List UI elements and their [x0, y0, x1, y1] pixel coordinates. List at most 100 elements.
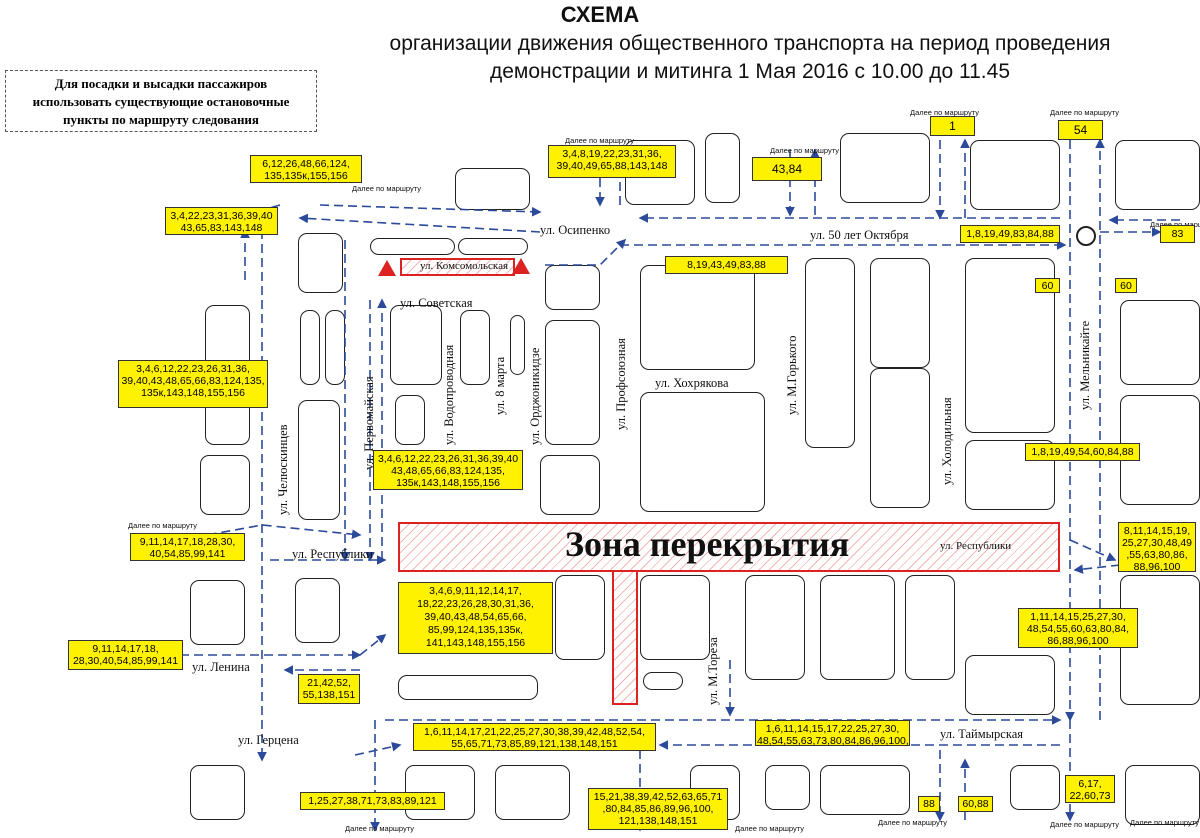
block	[510, 315, 525, 375]
route-box: 83	[1160, 225, 1195, 243]
route-box: 1,6,11,14,17,21,22,25,27,30,38,39,42,48,…	[413, 723, 656, 751]
closure-zone	[398, 522, 1060, 572]
block	[200, 455, 250, 515]
map-subtitle-2: демонстрации и митинга 1 Мая 2016 с 10.0…	[490, 60, 1010, 83]
block	[460, 310, 490, 385]
block	[395, 395, 425, 445]
street-respubliki-left: ул. Республики	[292, 547, 373, 561]
route-box: 8,19,43,49,83,88	[665, 256, 788, 274]
street-gertsena: ул. Герцена	[238, 733, 299, 747]
continue-route-label: Далее по маршруту	[128, 521, 197, 530]
street-kholodilnaya: ул. Холодильная	[940, 397, 954, 485]
route-box: 3,4,6,12,22,23,26,31,36,39,40 43,48,65,6…	[373, 450, 523, 490]
block	[298, 233, 343, 293]
block	[640, 575, 710, 660]
route-line	[1073, 564, 1121, 574]
route-line	[545, 238, 627, 266]
street-taimyrskaya: ул. Таймырская	[940, 727, 1024, 741]
continue-route-label: Далее по маршруту	[565, 136, 634, 145]
block	[745, 575, 805, 680]
block	[1010, 765, 1060, 810]
block	[805, 258, 855, 448]
street-toreza: ул. М.Тореза	[706, 637, 720, 705]
block	[1125, 765, 1200, 825]
route-box: 9,11,14,17,18, 28,30,40,54,85,99,141	[68, 640, 183, 670]
block	[540, 455, 600, 515]
street-khokhryakova: ул. Хохрякова	[655, 376, 729, 390]
route-line	[1069, 539, 1117, 562]
closure-zone-branch	[612, 570, 638, 705]
block	[640, 392, 765, 512]
route-box: 1,25,27,38,71,73,83,89,121	[300, 792, 445, 810]
route-box: 15,21,38,39,42,52,63,65,71 ,80,84,85,86,…	[588, 788, 728, 830]
continue-route-label: Далее по маршруту	[1130, 818, 1199, 827]
block	[190, 765, 245, 820]
block	[840, 133, 930, 203]
continue-route-label: Далее по маршруту	[352, 184, 421, 193]
block	[545, 265, 600, 310]
closure-zone-label: Зона перекрытия	[565, 524, 850, 564]
block	[643, 672, 683, 690]
continue-route-label: Далее по маршруту	[735, 824, 804, 833]
block	[965, 258, 1055, 433]
street-lenina: ул. Ленина	[192, 660, 250, 674]
map-subtitle-1: организации движения общественного транс…	[389, 32, 1111, 55]
route-box: 43,84	[752, 157, 822, 181]
block	[295, 578, 340, 643]
block	[820, 575, 895, 680]
block	[965, 655, 1055, 715]
continue-route-label: Далее по маршруту	[910, 108, 979, 117]
block	[970, 140, 1060, 210]
passenger-note: Для посадки и высадки пассажиров использ…	[5, 70, 317, 132]
route-box: 3,4,6,12,22,23,26,31,36, 39,40,43,48,65,…	[118, 360, 268, 408]
route-line	[298, 213, 541, 233]
route-box: 1	[930, 116, 975, 136]
street-osipenko: ул. Осипенко	[540, 223, 611, 237]
continue-route-label: Далее по маршруту	[1050, 108, 1119, 117]
street-komsomolskaya: ул. Комсомольская	[420, 260, 509, 272]
continue-route-label: Далее по маршруту	[1050, 820, 1119, 829]
block	[370, 238, 455, 255]
continue-route-label: Далее по маршруту	[878, 818, 947, 827]
block	[495, 765, 570, 820]
block	[300, 310, 320, 385]
route-line	[354, 742, 402, 756]
route-box: 6,17, 22,60,73	[1065, 775, 1115, 803]
route-box: 1,8,19,49,83,84,88	[960, 225, 1060, 243]
block	[555, 575, 605, 660]
street-vodoprovodnaya: ул. Водопроводная	[442, 344, 456, 445]
block	[325, 310, 345, 385]
block	[190, 580, 245, 645]
continue-route-label: Далее по маршруту	[770, 146, 839, 155]
block	[870, 368, 930, 508]
block	[870, 258, 930, 368]
continue-route-label: Далее по маршруту	[345, 824, 414, 833]
street-chelyuskintsev: ул. Челюскинцев	[276, 424, 290, 515]
route-box: 1,8,19,49,54,60,84,88	[1025, 443, 1140, 461]
route-box: 21,42,52, 55,138,151	[298, 674, 360, 704]
block	[455, 168, 530, 210]
block	[640, 265, 755, 370]
route-box: 54	[1058, 120, 1103, 140]
street-sovetskaya: ул. Советская	[400, 296, 473, 310]
route-box: 6,12,26,48,66,124, 135,135к,155,156	[250, 155, 362, 183]
route-line	[319, 204, 542, 217]
street-ordzhonikidze: ул. Орджоникидзе	[528, 347, 542, 445]
route-box: 9,11,14,17,18,28,30, 40,54,85,99,141	[130, 533, 245, 561]
block	[545, 320, 600, 445]
route-box: 60,88	[958, 796, 993, 812]
block	[458, 238, 528, 255]
street-respubliki-right: ул. Республики	[940, 540, 1012, 552]
block	[705, 133, 740, 203]
roundabout	[1076, 226, 1096, 246]
route-box: 1,11,14,15,25,27,30, 48,54,55,60,63,80,8…	[1018, 608, 1138, 648]
block	[905, 575, 955, 680]
route-box: 88	[918, 796, 940, 812]
street-melnikaite: ул. Мельникайте	[1078, 320, 1092, 410]
route-box: 8,11,14,15,19, 25,27,30,48,49 ,55,63,80,…	[1118, 522, 1196, 573]
block	[1120, 300, 1200, 385]
block	[820, 765, 910, 815]
route-box: 3,4,22,23,31,36,39,40 43,65,83,143,148	[165, 207, 278, 235]
block	[765, 765, 810, 810]
street-8-marta: ул. 8 марта	[493, 356, 507, 415]
